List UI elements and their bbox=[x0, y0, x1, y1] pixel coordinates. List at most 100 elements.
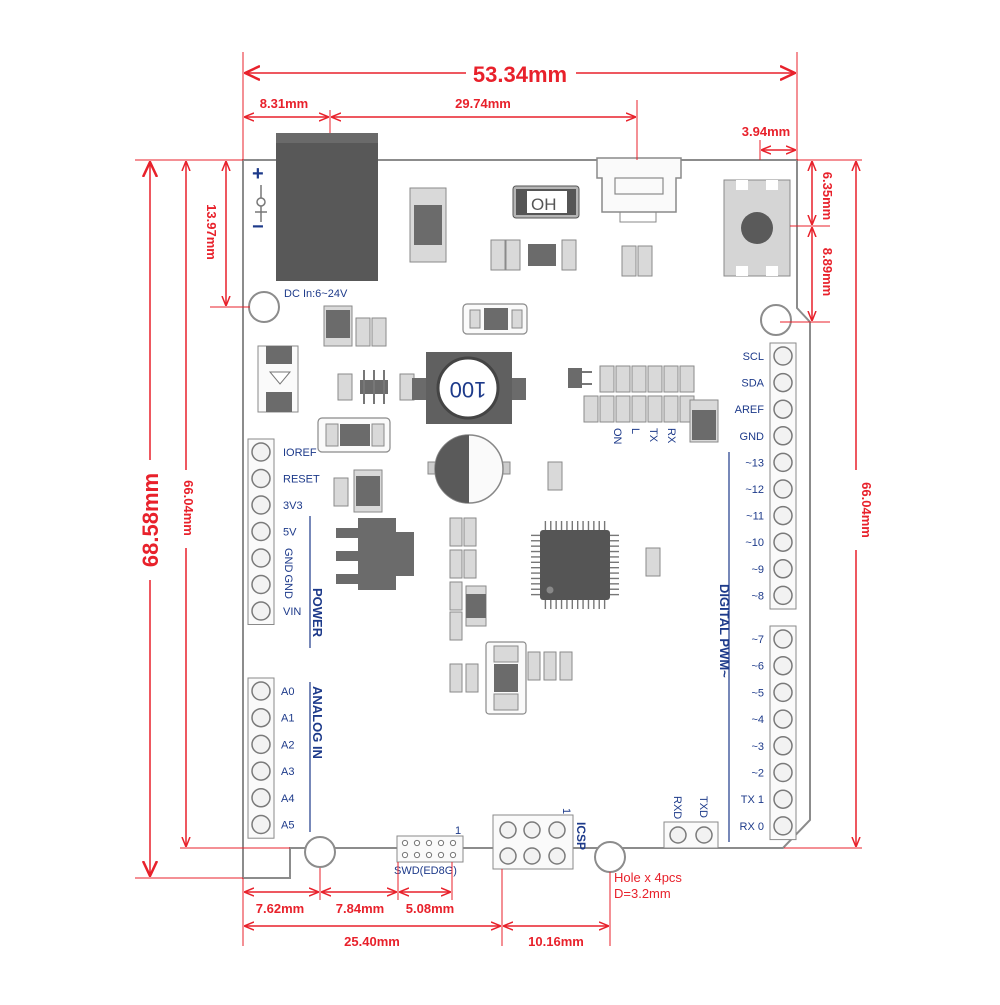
digital-header-bottom: ~7~6~5~4~3~2TX 1RX 0 bbox=[740, 625, 797, 841]
power-pin-label: GND bbox=[282, 575, 294, 600]
led-row-top bbox=[599, 365, 695, 393]
dim-usb-offset-label: 29.74mm bbox=[455, 96, 511, 111]
dim-bottom-2-label: 7.84mm bbox=[336, 901, 384, 916]
digital-pin bbox=[773, 629, 793, 649]
mcu-chip bbox=[531, 521, 619, 609]
digital-pin-label: ~5 bbox=[751, 687, 764, 699]
power-pin-label: VIN bbox=[283, 606, 301, 618]
mount-hole-bottom-right bbox=[594, 841, 626, 873]
dim-icsp-width-label: 10.16mm bbox=[528, 934, 584, 949]
digital-pwm-label: DIGITAL PWM~ bbox=[717, 584, 732, 678]
digital-pin-label: ~2 bbox=[751, 768, 764, 780]
swd-pin1-label: 1 bbox=[455, 825, 461, 837]
digital-pin bbox=[773, 505, 793, 526]
minus-sign: − bbox=[252, 216, 264, 238]
mount-hole-bottom-left bbox=[304, 836, 336, 868]
swd-pin bbox=[401, 839, 409, 847]
digital-pin-label: SDA bbox=[741, 378, 764, 390]
analog-pin-label: A1 bbox=[281, 713, 294, 725]
mount-hole-top-left bbox=[248, 291, 280, 323]
power-pin-label: 5V bbox=[283, 527, 297, 539]
led-on-label: ON bbox=[611, 428, 623, 445]
digital-pin-label: ~3 bbox=[751, 741, 764, 753]
swd-pin bbox=[437, 839, 445, 847]
dim-button-height-label: 8.89mm bbox=[820, 248, 835, 296]
digital-pin bbox=[773, 399, 793, 419]
digital-pin bbox=[773, 736, 793, 756]
dim-top-hole-label: 6.35mm bbox=[820, 172, 835, 220]
digital-pin-label: ~7 bbox=[751, 634, 764, 646]
swd-pin bbox=[413, 839, 421, 847]
digital-pin bbox=[773, 762, 793, 783]
swd-pin bbox=[425, 839, 433, 847]
power-pin bbox=[251, 601, 271, 621]
analog-pin bbox=[251, 761, 271, 781]
icsp-pin1-label: 1 bbox=[560, 808, 572, 814]
power-pin bbox=[251, 548, 271, 568]
analog-pin-label: A3 bbox=[281, 766, 294, 778]
dc-input-label: DC In:6~24V bbox=[284, 288, 348, 300]
analog-pin-label: A5 bbox=[281, 820, 294, 832]
dim-bottom-4-label: 25.40mm bbox=[344, 934, 400, 949]
power-pin bbox=[251, 495, 271, 515]
digital-pin bbox=[773, 452, 793, 473]
swd-header: 1 bbox=[396, 825, 464, 863]
digital-pin bbox=[773, 816, 793, 836]
swd-pin bbox=[401, 851, 409, 859]
hole-note-1: Hole x 4pcs bbox=[614, 870, 682, 885]
power-pin bbox=[251, 521, 271, 542]
digital-pin bbox=[773, 682, 793, 703]
digital-pin-label: GND bbox=[740, 431, 765, 443]
inductor-label: 100 bbox=[450, 377, 487, 402]
dc-jack bbox=[276, 133, 378, 281]
analog-pin-label: A0 bbox=[281, 686, 294, 698]
dim-bottom-3-label: 5.08mm bbox=[406, 901, 454, 916]
digital-pin bbox=[773, 655, 793, 676]
digital-pin bbox=[773, 789, 793, 809]
digital-pin bbox=[773, 709, 793, 729]
digital-pin-label: RX 0 bbox=[740, 821, 764, 833]
swd-pin bbox=[413, 851, 421, 859]
swd-pin bbox=[449, 851, 457, 859]
power-pin bbox=[251, 442, 271, 462]
digital-pin bbox=[773, 346, 793, 366]
power-label: POWER bbox=[310, 588, 325, 638]
electrolytic-capacitor bbox=[427, 434, 511, 504]
power-pin-label: 3V3 bbox=[283, 500, 303, 512]
reset-button bbox=[723, 179, 791, 277]
digital-pin-label: SCL bbox=[743, 351, 764, 363]
power-pin-label: GND bbox=[282, 548, 294, 573]
led-l-label: L bbox=[629, 428, 641, 434]
analog-pin-label: A4 bbox=[281, 793, 294, 805]
diode-icon bbox=[257, 345, 299, 413]
dim-dc-height-label: 13.97mm bbox=[204, 204, 219, 260]
power-header: IOREF RESET 3V3 5V GND GND VIN bbox=[247, 438, 320, 625]
digital-pin bbox=[773, 372, 793, 393]
power-pin-label: IOREF bbox=[283, 447, 317, 459]
voltage-regulator bbox=[336, 518, 414, 590]
digital-pin-label: ~13 bbox=[745, 457, 764, 469]
rxd-label: RXD bbox=[671, 796, 683, 819]
digital-pin bbox=[773, 479, 793, 499]
digital-pin bbox=[773, 426, 793, 446]
serial-header bbox=[663, 821, 719, 849]
swd-pin bbox=[449, 839, 457, 847]
digital-pin bbox=[773, 559, 793, 579]
digital-pin bbox=[773, 532, 793, 552]
txd-label: TXD bbox=[697, 796, 709, 818]
power-pin-label: RESET bbox=[283, 474, 320, 486]
usb-connector bbox=[596, 157, 682, 223]
dim-width-total-label: 53.34mm bbox=[473, 62, 567, 87]
digital-pin-label: ~10 bbox=[745, 537, 764, 549]
analog-pin bbox=[251, 707, 271, 728]
polarity-icon bbox=[255, 185, 267, 222]
oh-label: OH bbox=[531, 195, 557, 214]
dim-left-height-label: 66.04mm bbox=[181, 480, 196, 536]
dim-height-total-label: 68.58mm bbox=[138, 473, 163, 567]
analog-pin-label: A2 bbox=[281, 739, 294, 751]
analog-pin bbox=[251, 681, 271, 701]
analog-pin bbox=[251, 814, 271, 835]
mount-hole-top-right bbox=[760, 304, 792, 336]
swd-pin bbox=[437, 851, 445, 859]
